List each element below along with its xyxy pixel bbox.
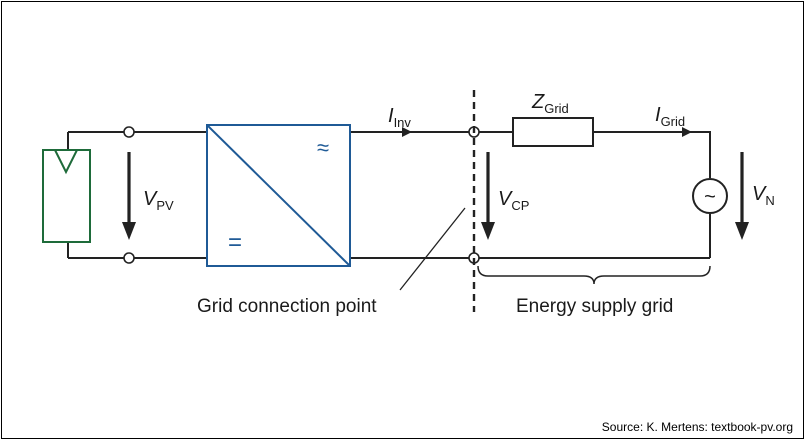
i-grid-label: IGrid	[655, 104, 685, 129]
grid-impedance-box	[512, 117, 594, 147]
ac-source-icon	[692, 178, 728, 214]
v-pv-arrowhead	[122, 222, 136, 240]
inverter-dc-symbol: =	[228, 229, 242, 256]
voltage-arrowheads	[122, 222, 749, 240]
voltage-arrows	[127, 152, 744, 226]
v-n-arrowhead	[735, 222, 749, 240]
grid-connection-point-label: Grid connection point	[197, 296, 377, 317]
pv-bottom-terminal	[123, 252, 135, 264]
source-note: Source: K. Mertens: textbook-pv.org	[601, 420, 793, 434]
grid-connection-pointer	[399, 207, 466, 291]
v-cp-arrowhead	[481, 222, 495, 240]
ac-source-symbol: ~	[704, 186, 716, 208]
v-pv-label: VPV	[143, 188, 174, 213]
z-grid-label: ZGrid	[531, 91, 569, 116]
i-inv-label: IInv	[388, 105, 411, 130]
pv-top-terminal	[123, 126, 135, 138]
inverter-ac-symbol: ≈	[317, 135, 329, 160]
top-wire-after-impedance	[593, 131, 711, 178]
energy-grid-brace	[477, 265, 711, 285]
energy-supply-grid-label: Energy supply grid	[516, 296, 673, 317]
v-cp-label: VCP	[498, 188, 529, 213]
wires	[67, 131, 711, 259]
v-n-label: VN	[752, 183, 775, 208]
inverter-icon	[206, 124, 351, 267]
pv-module-icon	[42, 149, 91, 243]
